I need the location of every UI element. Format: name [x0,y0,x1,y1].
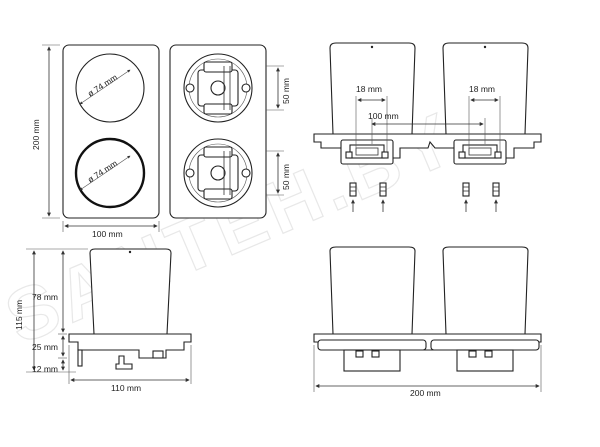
flange-height-label: 25 mm [32,342,58,352]
side-valve [115,355,133,370]
total-width-label: 200 mm [410,388,441,398]
height-label: 200 mm [31,119,41,150]
offset-label-bottom: 50 mm [281,164,291,190]
cap-right [442,42,529,135]
inner-left-label: 18 mm [356,84,382,94]
dia-line-bottom [79,155,131,191]
cap-height-label: 78 mm [32,292,58,302]
offset-label-top: 50 mm [281,78,291,104]
cartridge-right [453,139,507,165]
center-spacing-label: 100 mm [368,111,399,121]
bottom-right-view: 200 mm [313,246,542,398]
springs [349,182,500,212]
back-view: 50 mm 50 mm [169,44,291,219]
side-flange [68,333,192,359]
width-label: 100 mm [92,229,123,239]
dia-line-top [79,69,131,105]
side-base-left [77,349,83,367]
front-knob-top [75,53,145,123]
front-knob-bottom [74,137,146,209]
side-view: 115 mm 78 mm 25 mm 12 mm 110 mm [14,248,192,393]
top-right-view: 18 mm 18 mm 100 mm [313,42,542,212]
total-height-label: 115 mm [14,300,24,330]
base-height-label: 12 mm [32,364,58,374]
side-cap [89,248,172,335]
back-mechanism-top [183,53,253,123]
front-cap-right [442,246,529,335]
side-tab [152,350,164,359]
back-mechanism-bottom [183,138,253,208]
depth-label: 110 mm [111,383,141,393]
inner-right-label: 18 mm [469,84,495,94]
cap-left [329,42,416,135]
cartridge-left [340,139,394,165]
front-view: ø 74 mm ø 74 mm 200 mm 100 mm [31,44,160,239]
front-cap-left [329,246,416,335]
